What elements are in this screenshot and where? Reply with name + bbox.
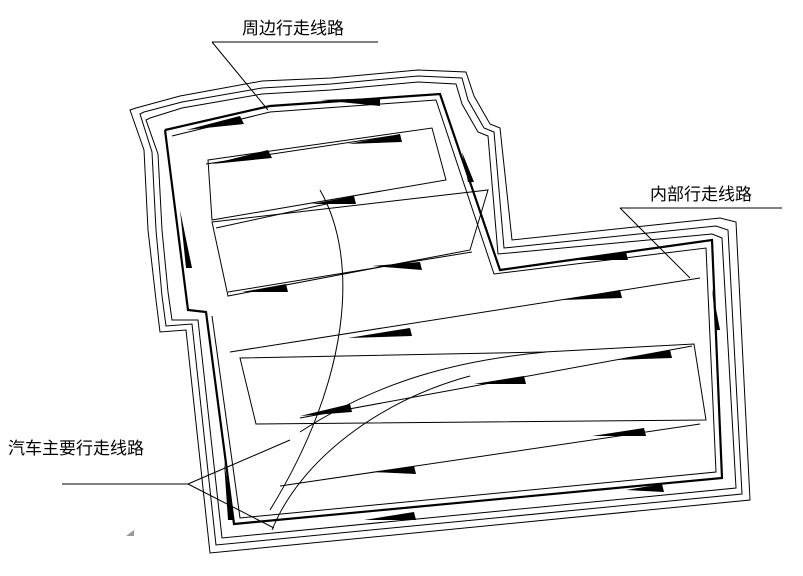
arrow-14: [614, 350, 672, 360]
route-arrows: [180, 98, 720, 520]
arrow-20: [180, 210, 192, 268]
arrow-10: [562, 290, 622, 300]
arrow-15: [592, 428, 646, 436]
interior-label-pointer: [619, 207, 691, 279]
perimeter-route-inner: [171, 99, 717, 519]
arrow-7: [372, 262, 422, 270]
arrow-4: [348, 134, 402, 144]
interior-block-lower: [239, 343, 707, 425]
building-outline-inner: [145, 81, 737, 539]
interior-route-line-3: [227, 251, 473, 293]
arrow-19: [712, 288, 720, 330]
vehicle-route-curve-2: [299, 351, 547, 433]
interior-route-line-4: [229, 277, 701, 353]
vehicle-route-curve-1: [269, 189, 344, 511]
interior-route-label: 内部行走线路: [650, 185, 752, 205]
arrow-3: [212, 150, 272, 164]
interior-block-upper: [207, 127, 447, 221]
arrow-11: [348, 328, 412, 338]
arrow-17: [364, 512, 416, 520]
building-outline-outer: [129, 69, 751, 554]
corner-marker-icon: [126, 530, 134, 536]
arrow-6: [242, 284, 288, 292]
arrow-12: [300, 404, 352, 416]
vehicle-route-curve-3: [271, 375, 471, 531]
arrow-1: [186, 116, 244, 130]
arrow-16: [372, 466, 416, 474]
arrow-9: [576, 252, 628, 260]
vehicle-route-label: 汽车主要行走线路: [8, 439, 144, 459]
arrow-2: [320, 98, 380, 106]
arrow-21: [224, 462, 234, 520]
perimeter-label-pointer: [211, 41, 269, 111]
vehicle-label-pointer-1: [187, 439, 291, 485]
perimeter-route-label: 周边行走线路: [242, 19, 344, 39]
arrow-5: [312, 196, 356, 204]
arrow-8: [462, 152, 474, 182]
arrow-13: [474, 376, 526, 384]
vehicle-label-pointer-2: [187, 483, 275, 529]
building-outline-mid: [139, 75, 743, 546]
arrow-18: [626, 484, 664, 492]
interior-block-middle: [211, 189, 489, 297]
